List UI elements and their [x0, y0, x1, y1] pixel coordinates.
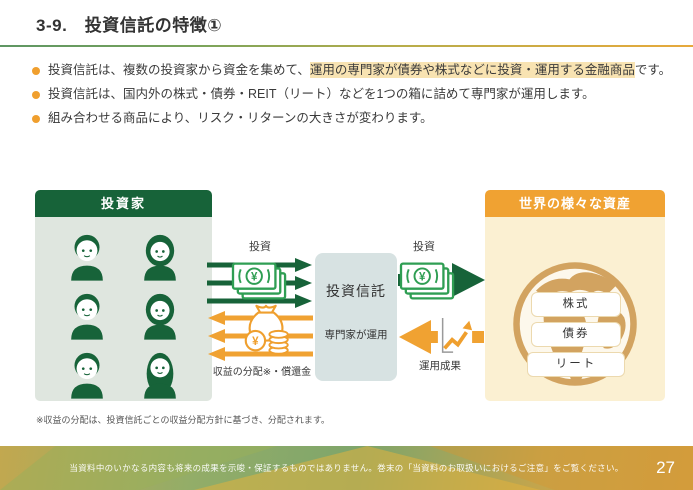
bullet-item: 投資信託は、国内外の株式・債券・REIT（リート）などを1つの箱に詰めて専門家が… — [30, 83, 685, 106]
person-icon — [143, 293, 176, 340]
results-label: 運用成果 — [419, 360, 461, 372]
person-icon — [71, 293, 104, 340]
person-icon — [71, 234, 104, 281]
returns-label: 収益の分配※・償還金 — [212, 367, 312, 378]
assets-box: 世界の様々な資産 株式 債券 リート — [485, 190, 665, 401]
footer-disclaimer: 当資料中のいかなる内容も将来の成果を示唆・保証するものではありません。巻末の「当… — [69, 463, 624, 473]
bullet-icon — [32, 67, 40, 75]
bullet-text: 投資信託は、複数の投資家から資金を集めて、運用の専門家が債券や株式などに投資・運… — [48, 62, 672, 78]
assets-illustration: 株式 債券 リート — [485, 217, 665, 401]
investors-box-title: 投資家 — [35, 190, 212, 217]
assets-box-title: 世界の様々な資産 — [485, 190, 665, 217]
invest-right-label: 投資 — [413, 241, 435, 253]
banknotes-icon: ¥ — [399, 262, 455, 300]
bullet-icon — [32, 91, 40, 99]
asset-label-bonds: 債券 — [531, 322, 621, 347]
footer: 当資料中のいかなる内容も将来の成果を示唆・保証するものではありません。巻末の「当… — [0, 446, 693, 490]
bullet-item: 投資信託は、複数の投資家から資金を集めて、運用の専門家が債券や株式などに投資・運… — [30, 59, 685, 82]
chart-icon — [437, 316, 473, 356]
svg-text:¥: ¥ — [251, 272, 258, 284]
person-icon — [143, 352, 176, 399]
investors-box: 投資家 — [35, 190, 212, 401]
person-icon — [143, 234, 176, 281]
svg-text:¥: ¥ — [419, 272, 426, 284]
invest-left-label: 投資 — [249, 241, 271, 253]
bullet-text: 組み合わせる商品により、リスク・リターンの大きさが変わります。 — [48, 111, 433, 125]
svg-text:¥: ¥ — [252, 336, 259, 348]
banknotes-icon: ¥ — [231, 262, 287, 300]
bullet-icon — [32, 115, 40, 123]
trust-box: 投資信託 専門家が運用 — [315, 253, 397, 381]
bullet-text: 投資信託は、国内外の株式・債券・REIT（リート）などを1つの箱に詰めて専門家が… — [48, 87, 595, 101]
bullet-item: 組み合わせる商品により、リスク・リターンの大きさが変わります。 — [30, 107, 685, 130]
title-divider — [0, 45, 693, 47]
asset-label-stocks: 株式 — [531, 292, 621, 317]
page-number: 27 — [656, 458, 675, 477]
investors-illustration — [35, 217, 212, 401]
footnote: ※収益の分配は、投資信託ごとの収益分配方針に基づき、分配されます。 — [36, 415, 330, 425]
asset-label-reit: リート — [527, 352, 625, 377]
highlighted-text: 運用の専門家が債券や株式などに投資・運用する金融商品 — [309, 62, 635, 78]
bullet-list: 投資信託は、複数の投資家から資金を集めて、運用の専門家が債券や株式などに投資・運… — [30, 59, 685, 131]
money-bag-icon: ¥ — [244, 304, 289, 355]
person-icon — [71, 352, 104, 399]
trust-box-subtitle: 専門家が運用 — [324, 329, 388, 341]
trust-box-title: 投資信託 — [326, 283, 386, 299]
page-title: 3-9. 投資信託の特徴① — [36, 16, 223, 35]
